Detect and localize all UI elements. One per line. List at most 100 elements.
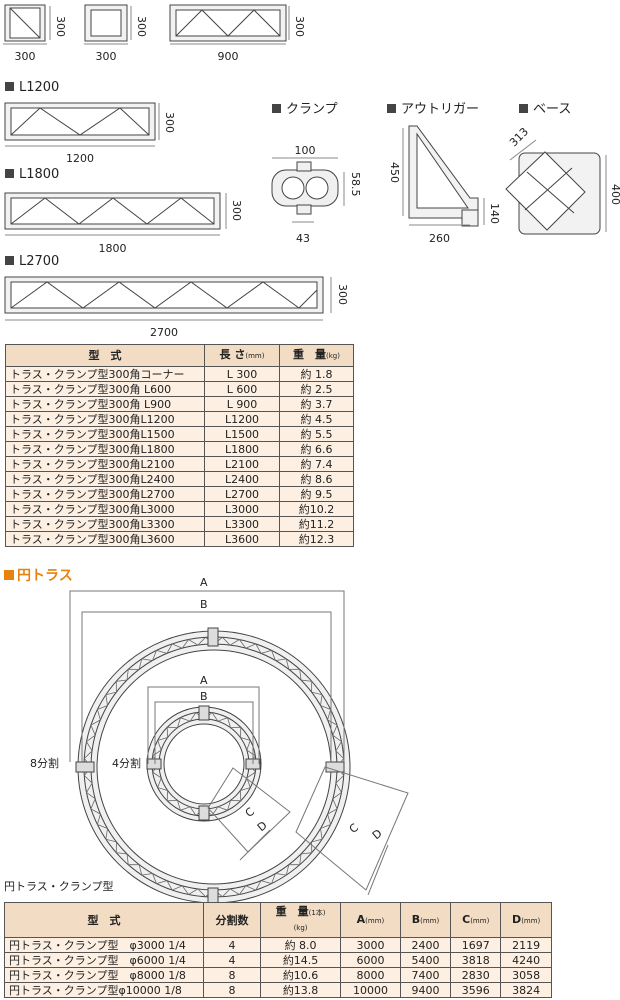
dim-lines-l1200	[5, 103, 160, 147]
dim-l1200-height: 300	[163, 112, 176, 133]
cell-length: L 900	[204, 396, 280, 412]
ring-col-weight-unit: (kg)	[293, 924, 308, 932]
cell-a: 3000	[340, 937, 401, 953]
cell-d: 3058	[500, 967, 552, 983]
ring-heading: 円トラス	[4, 565, 73, 585]
cell-model: トラス・クランプ型300角L2400	[5, 471, 205, 487]
cell-model: 円トラス・クランプ型 φ3000 1/4	[4, 937, 204, 953]
cell-model: トラス・クランプ型300角L1800	[5, 441, 205, 457]
cell-c: 3818	[450, 952, 502, 968]
cell-weight: 約 7.4	[279, 456, 354, 472]
dim-corner-width: 300	[14, 50, 36, 63]
ring-col-a-label: A	[356, 912, 366, 926]
cell-weight: 約12.3	[279, 531, 354, 547]
cell-length: L 600	[204, 381, 280, 397]
cell-weight: 約10.6	[260, 967, 342, 983]
ring-outer-label-a: A	[200, 576, 208, 589]
cell-div: 4	[202, 952, 262, 968]
cell-a: 6000	[340, 952, 401, 968]
cell-length: L1500	[204, 426, 280, 442]
cell-length: L1800	[204, 441, 280, 457]
ring-table-header: 型 式 分割数 重 量(1本)(kg) A(mm) B(mm) C(mm) D(…	[4, 902, 552, 938]
cell-length: L3600	[204, 531, 280, 547]
ring-col-b-label: B	[411, 912, 421, 926]
cell-weight: 約 5.5	[279, 426, 354, 442]
dim-lines-l2700	[5, 277, 332, 321]
dim-lines-l1800	[5, 193, 227, 236]
cell-model: 円トラス・クランプ型φ10000 1/8	[4, 982, 204, 998]
clamp-drawing	[271, 161, 339, 215]
l1800-truss-drawing	[4, 192, 221, 230]
dim-l2700-height: 300	[336, 284, 349, 305]
dim-lines-clamp	[272, 157, 345, 223]
ring-col-d-unit: (mm)	[521, 916, 541, 925]
col-length-unit: (mm)	[245, 352, 265, 360]
dim-lines-top	[3, 6, 290, 45]
col-length-label: 長 さ	[219, 348, 246, 361]
heading-clamp-text: クランプ	[286, 102, 338, 117]
cell-weight: 約 3.7	[279, 396, 354, 412]
ring-inner-label-a: A	[200, 674, 208, 687]
dim-l900-width: 900	[217, 50, 239, 63]
spec-table-header: 型 式 長 さ(mm) 重 量(kg)	[5, 344, 354, 367]
dim-cube-height: 300	[135, 16, 148, 37]
ring-spec-table: 型 式 分割数 重 量(1本)(kg) A(mm) B(mm) C(mm) D(…	[4, 902, 552, 998]
cell-weight: 約 8.0	[260, 937, 342, 953]
dim-l1800-width: 1800	[98, 242, 127, 255]
cell-weight: 約 1.8	[279, 366, 354, 382]
heading-bullet	[519, 104, 528, 113]
cell-weight: 約10.2	[279, 501, 354, 517]
ring-caption: 円トラス・クランプ型	[4, 880, 114, 893]
cell-b: 9400	[399, 982, 452, 998]
heading-l1200-text: L1200	[19, 80, 60, 95]
ring-heading-text: 円トラス	[17, 568, 73, 584]
cell-length: L2700	[204, 486, 280, 502]
heading-bullet	[5, 169, 14, 178]
cube-truss-drawing	[84, 4, 128, 42]
cell-div: 8	[202, 982, 262, 998]
cell-model: 円トラス・クランプ型 φ8000 1/8	[4, 967, 204, 983]
cell-model: トラス・クランプ型300角L3600	[5, 531, 205, 547]
cell-a: 10000	[340, 982, 401, 998]
corner-truss-drawing	[4, 4, 46, 42]
cell-length: L3000	[204, 501, 280, 517]
cell-weight: 約11.2	[279, 516, 354, 532]
cell-c: 2830	[450, 967, 502, 983]
heading-l1200: L1200	[5, 80, 59, 95]
cell-d: 4240	[500, 952, 552, 968]
cell-b: 2400	[399, 937, 452, 953]
ring-col-weight: 重 量(1本)(kg)	[260, 902, 342, 938]
l900-truss-drawing	[169, 4, 287, 42]
cell-weight: 約 6.6	[279, 441, 354, 457]
dim-clamp-height: 58.5	[349, 172, 362, 197]
heading-base: ベース	[519, 98, 571, 117]
cell-b: 5400	[399, 952, 452, 968]
cell-b: 7400	[399, 967, 452, 983]
l1200-truss-drawing	[4, 102, 156, 141]
dim-lines-base	[509, 139, 607, 232]
dim-outrigger-small: 140	[488, 203, 501, 224]
cell-model: トラス・クランプ型300角 L900	[5, 396, 205, 412]
dim-l1200-width: 1200	[66, 152, 94, 165]
ring-col-model: 型 式	[4, 902, 204, 938]
cell-weight: 約 4.5	[279, 411, 354, 427]
cell-model: トラス・クランプ型300角L2100	[5, 456, 205, 472]
cell-div: 8	[202, 967, 262, 983]
ring-col-weight-note: (1本)	[308, 909, 326, 917]
ring-col-b: B(mm)	[399, 902, 452, 938]
cell-model: トラス・クランプ型300角L1500	[5, 426, 205, 442]
cell-length: L2100	[204, 456, 280, 472]
dim-lines-outrigger	[402, 128, 485, 226]
cell-model: トラス・クランプ型300角コーナー	[5, 366, 205, 382]
dim-clamp-bottom: 43	[296, 232, 310, 245]
heading-base-text: ベース	[533, 102, 572, 117]
